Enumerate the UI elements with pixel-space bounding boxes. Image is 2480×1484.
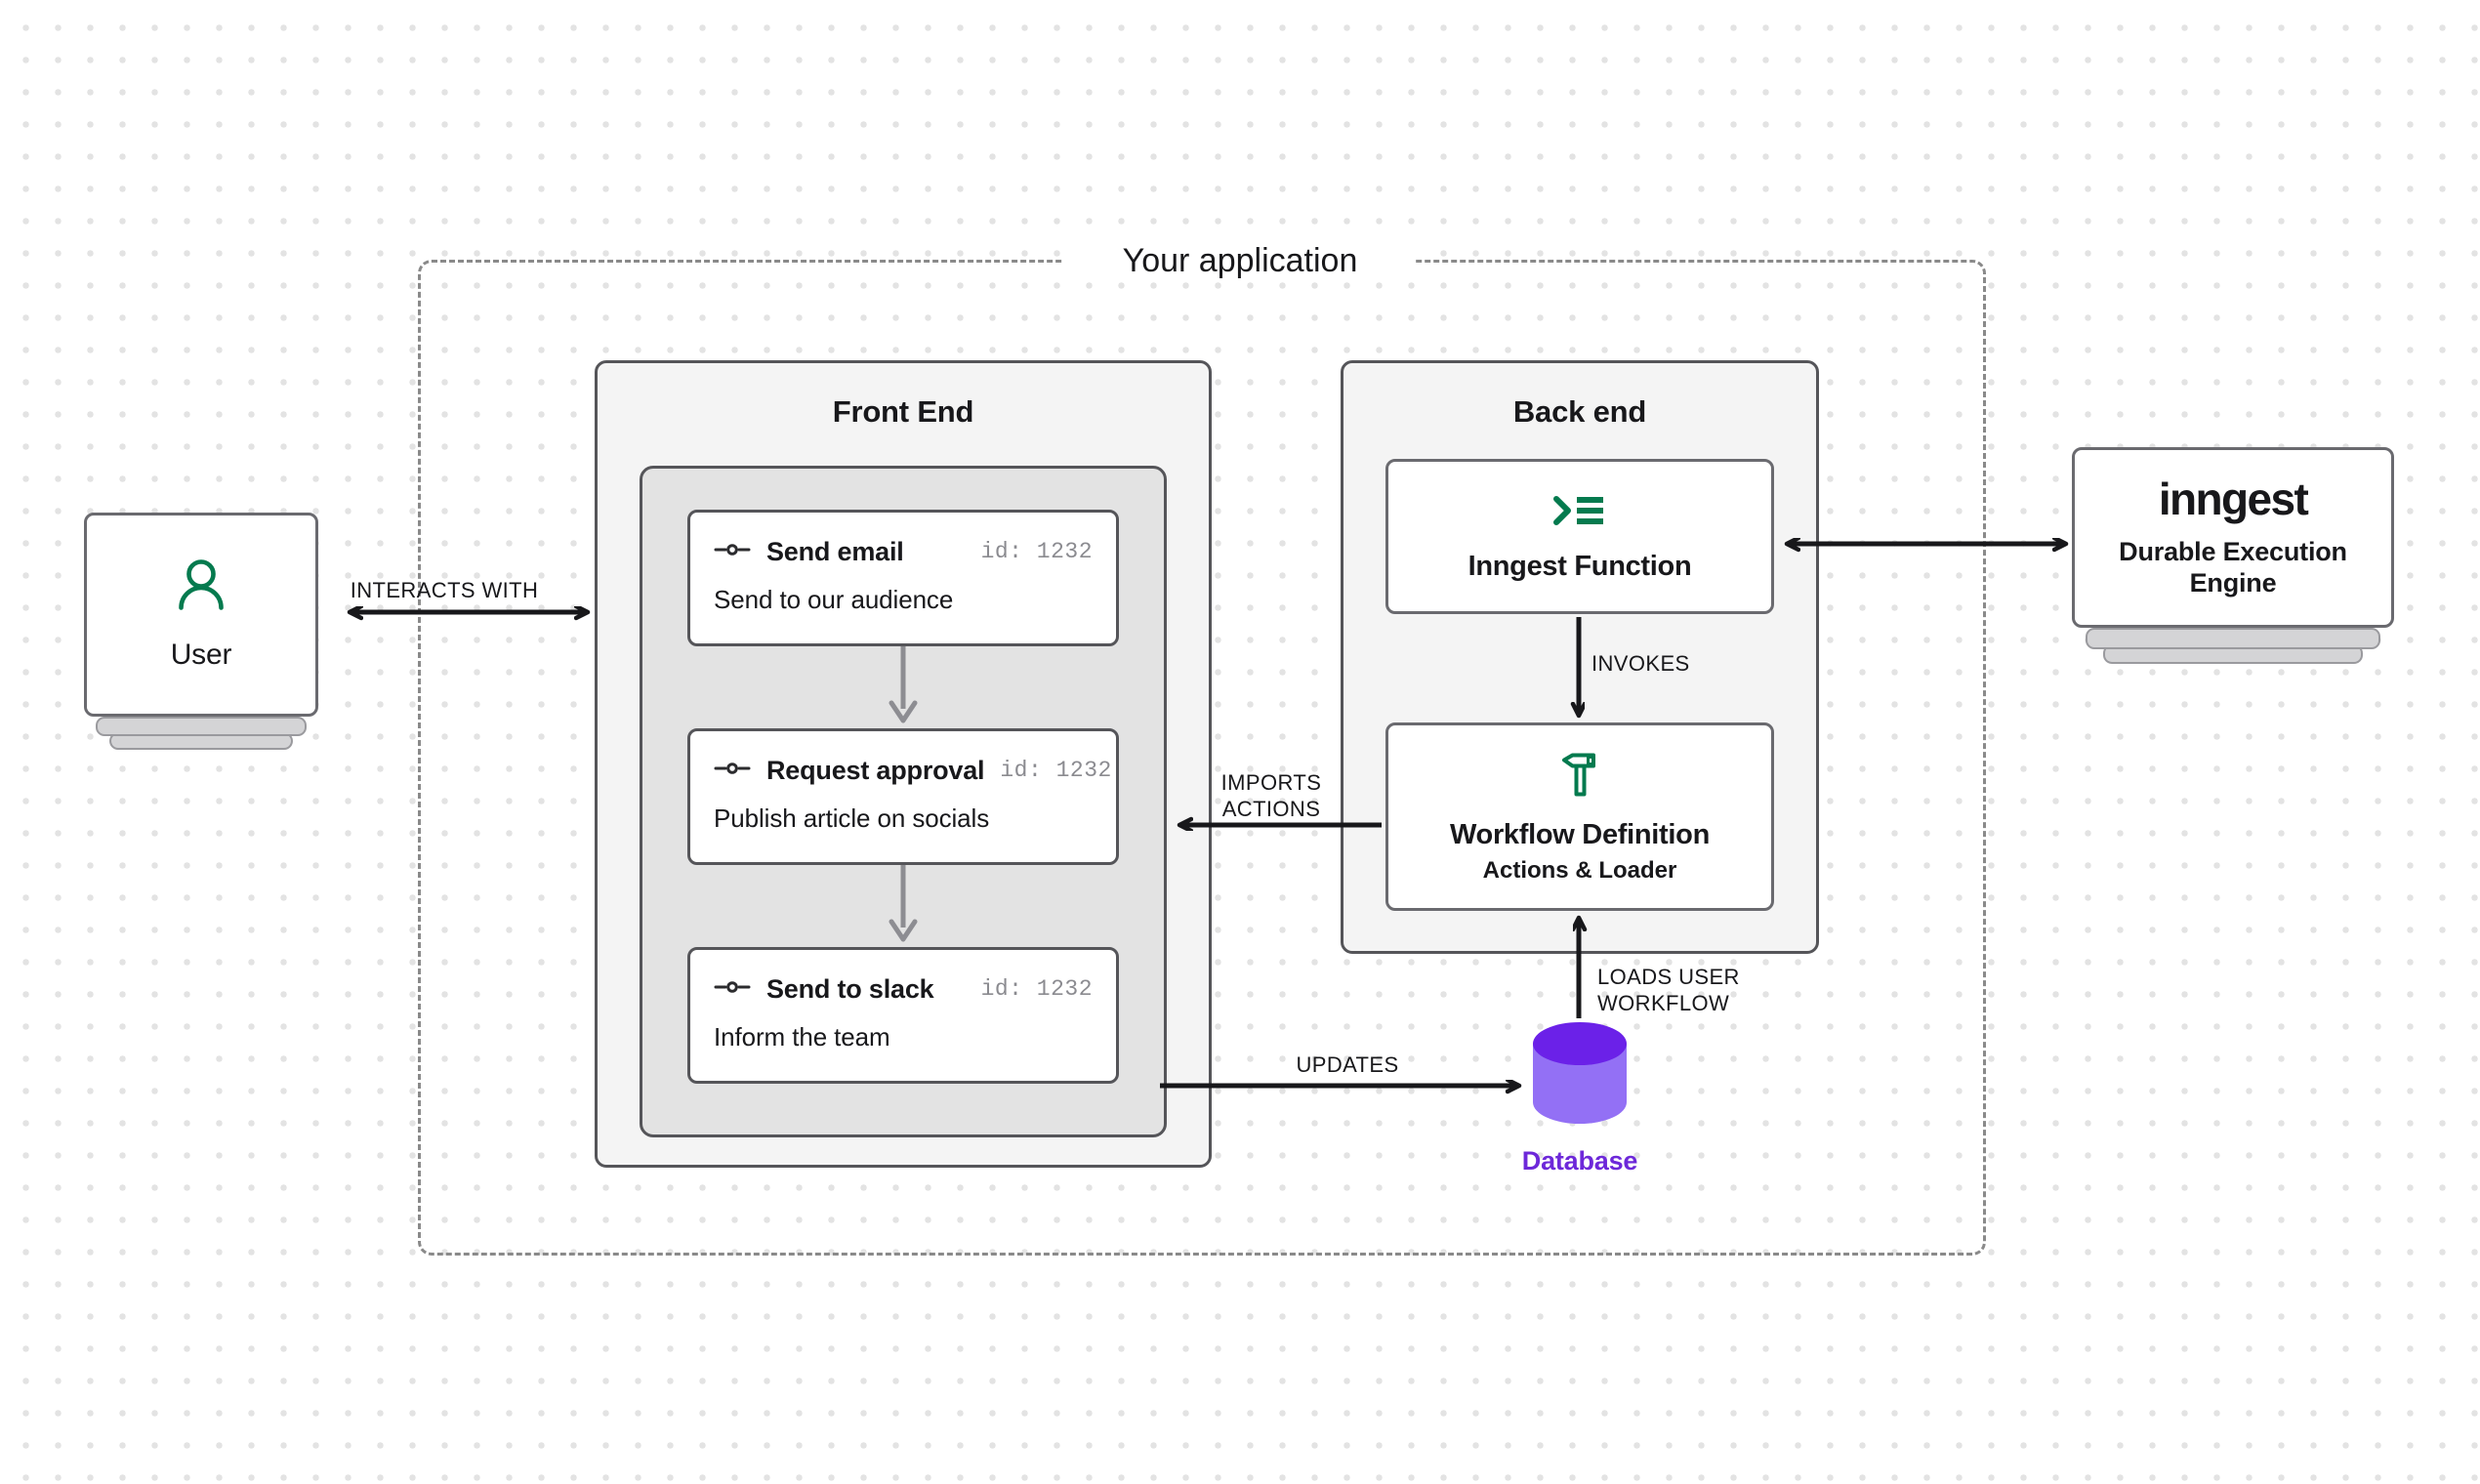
card-stack-layer-mid: [96, 717, 307, 736]
card-stack-layer-mid: [2086, 628, 2380, 649]
user-card-face: User: [84, 513, 318, 717]
workflow-definition-subtitle: Actions & Loader: [1482, 856, 1677, 884]
inngest-engine-card[interactable]: inngest Durable Execution Engine: [2072, 447, 2394, 672]
workflow-step-card[interactable]: Send to slack id: 1232 Inform the team: [687, 947, 1119, 1084]
workflow-step-connector: [687, 646, 1119, 728]
inngest-function-title: Inngest Function: [1467, 550, 1692, 582]
edge-label-invokes: INVOKES: [1591, 651, 1690, 676]
workflow-step-title: Request approval: [766, 755, 985, 785]
workflow-editor-shell: Send email id: 1232 Send to our audience: [640, 466, 1167, 1137]
inngest-card-face: inngest Durable Execution Engine: [2072, 447, 2394, 628]
workflow-step-id: id: 1232: [1000, 758, 1112, 783]
edge-label-updates: UPDATES: [1296, 1052, 1399, 1077]
frontend-panel-title: Front End: [832, 394, 974, 429]
edge-label-imports-actions: IMPORTS ACTIONS: [1220, 770, 1322, 821]
workflow-step-connector: [687, 865, 1119, 947]
terminal-function-icon: [1552, 491, 1607, 535]
workflow-node-icon: [714, 543, 751, 561]
workflow-step-id: id: 1232: [980, 976, 1093, 1002]
workflow-step-description: Send to our audience: [714, 585, 954, 614]
database-label: Database: [1521, 1146, 1638, 1175]
workflow-node-icon: [714, 980, 751, 999]
workflow-definition-card[interactable]: Workflow Definition Actions & Loader: [1385, 722, 1774, 911]
backend-panel-title: Back end: [1512, 394, 1647, 429]
workflow-step-card[interactable]: Send email id: 1232 Send to our audience: [687, 510, 1119, 646]
hammer-tool-icon: [1558, 750, 1601, 804]
workflow-node-icon: [714, 762, 751, 780]
workflow-definition-title: Workflow Definition: [1449, 818, 1711, 850]
inngest-wordmark: inngest: [2158, 474, 2309, 525]
user-label: User: [170, 639, 232, 671]
workflow-step-card[interactable]: Request approval id: 1232 Publish articl…: [687, 728, 1119, 865]
workflow-step-description: Inform the team: [714, 1022, 890, 1051]
your-application-title: Your application: [1064, 239, 1416, 282]
workflow-step-title: Send email: [766, 536, 904, 566]
database-cylinder-icon: [1529, 1018, 1631, 1133]
edge-label-interacts-with: INTERACTS WITH: [350, 578, 539, 602]
user-actor-card[interactable]: User: [84, 513, 318, 750]
edge-label-loads-user-workflow: LOADS USER WORKFLOW: [1597, 965, 1740, 1015]
inngest-subtitle: Durable Execution Engine: [2119, 537, 2347, 598]
user-icon: [175, 557, 227, 619]
workflow-step-id: id: 1232: [980, 539, 1093, 564]
workflow-step-description: Publish article on socials: [714, 804, 990, 833]
workflow-step-title: Send to slack: [766, 973, 934, 1004]
database-node[interactable]: Database: [1522, 1018, 1637, 1176]
inngest-function-card[interactable]: Inngest Function: [1385, 459, 1774, 614]
